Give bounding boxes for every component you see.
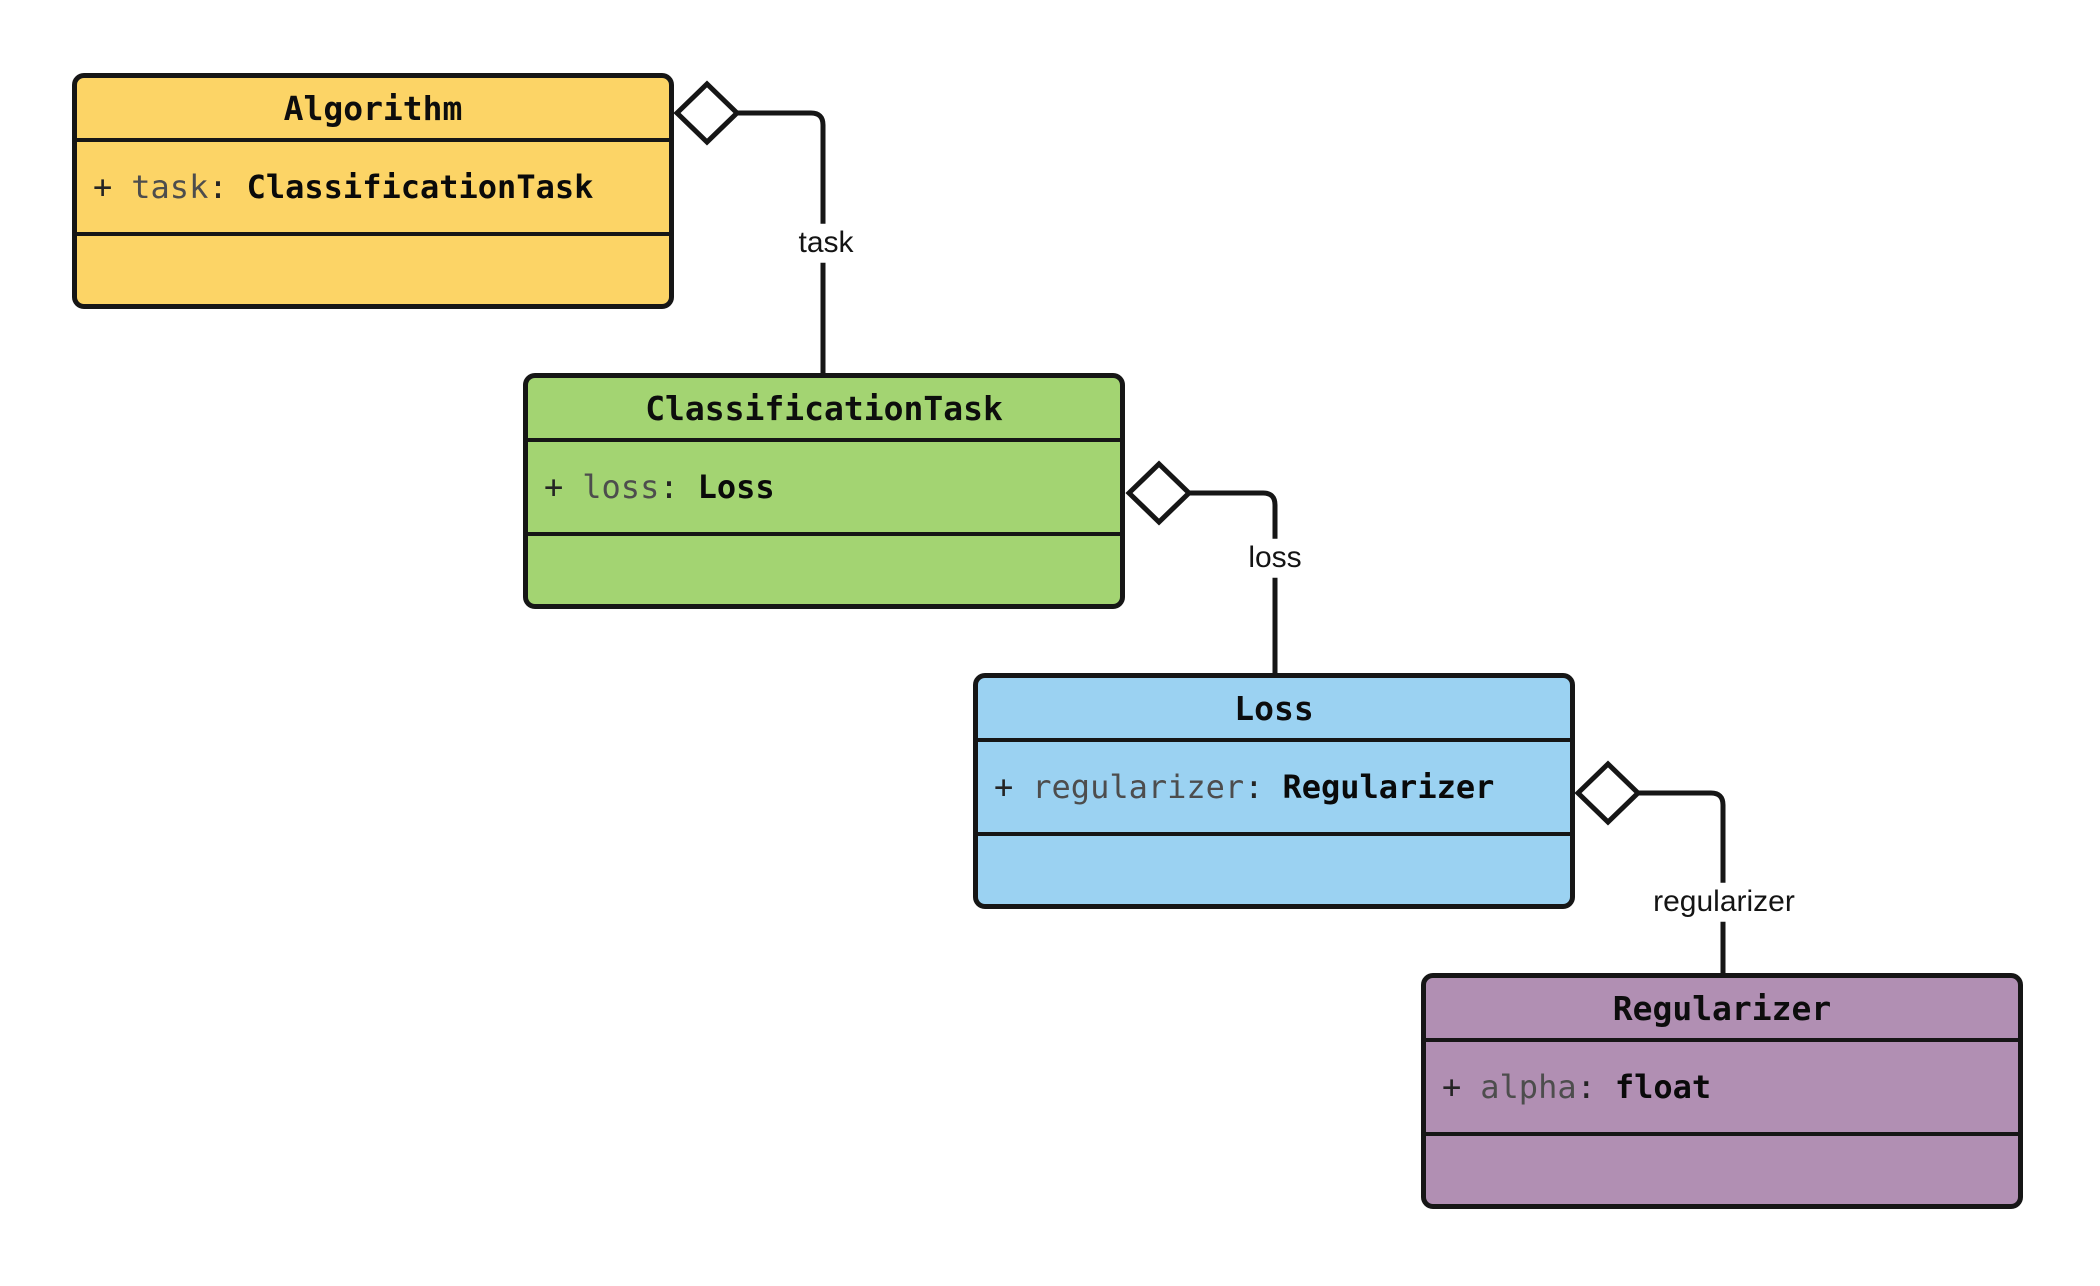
aggregation-edge-regularizer	[1638, 790, 1726, 973]
edge-label-regularizer: regularizer	[1646, 882, 1802, 922]
attribute-visibility: +	[544, 468, 564, 506]
aggregation-diamond-icon	[1125, 460, 1193, 526]
class-box-algorithm[interactable]: Algorithm + task : ClassificationTask	[72, 73, 674, 309]
class-box-regularizer[interactable]: Regularizer + alpha : float	[1421, 973, 2023, 1209]
class-title: Regularizer	[1426, 978, 2018, 1042]
attribute-name: task	[131, 168, 209, 206]
class-title: Loss	[978, 678, 1570, 742]
class-title: Algorithm	[77, 78, 669, 142]
attribute-type: Loss	[697, 468, 775, 506]
class-methods-empty	[77, 236, 669, 304]
attribute-visibility: +	[1442, 1068, 1462, 1106]
attribute-visibility: +	[994, 768, 1014, 806]
aggregation-edge-loss	[1189, 490, 1278, 673]
class-methods-empty	[528, 536, 1120, 604]
class-box-classificationtask[interactable]: ClassificationTask + loss : Loss	[523, 373, 1125, 609]
class-methods-empty	[1426, 1136, 2018, 1204]
attribute-separator: :	[659, 468, 679, 506]
attribute-separator: :	[208, 168, 228, 206]
aggregation-diamond-icon	[1574, 760, 1642, 826]
class-attribute-row: + loss : Loss	[528, 442, 1120, 536]
class-attribute-row: + regularizer : Regularizer	[978, 742, 1570, 836]
class-attribute-row: + task : ClassificationTask	[77, 142, 669, 236]
aggregation-diamond-icon	[673, 80, 741, 146]
edge-label-task: task	[791, 223, 861, 263]
attribute-separator: :	[1576, 1068, 1596, 1106]
attribute-name: loss	[582, 468, 660, 506]
edge-label-loss: loss	[1241, 538, 1309, 578]
attribute-type: Regularizer	[1282, 768, 1495, 806]
class-box-loss[interactable]: Loss + regularizer : Regularizer	[973, 673, 1575, 909]
attribute-type: float	[1614, 1068, 1712, 1106]
aggregation-edge-task	[737, 110, 826, 373]
class-methods-empty	[978, 836, 1570, 904]
attribute-name: regularizer	[1032, 768, 1245, 806]
class-attribute-row: + alpha : float	[1426, 1042, 2018, 1136]
attribute-separator: :	[1244, 768, 1264, 806]
attribute-name: alpha	[1480, 1068, 1577, 1106]
attribute-type: ClassificationTask	[246, 168, 594, 206]
class-title: ClassificationTask	[528, 378, 1120, 442]
attribute-visibility: +	[93, 168, 113, 206]
